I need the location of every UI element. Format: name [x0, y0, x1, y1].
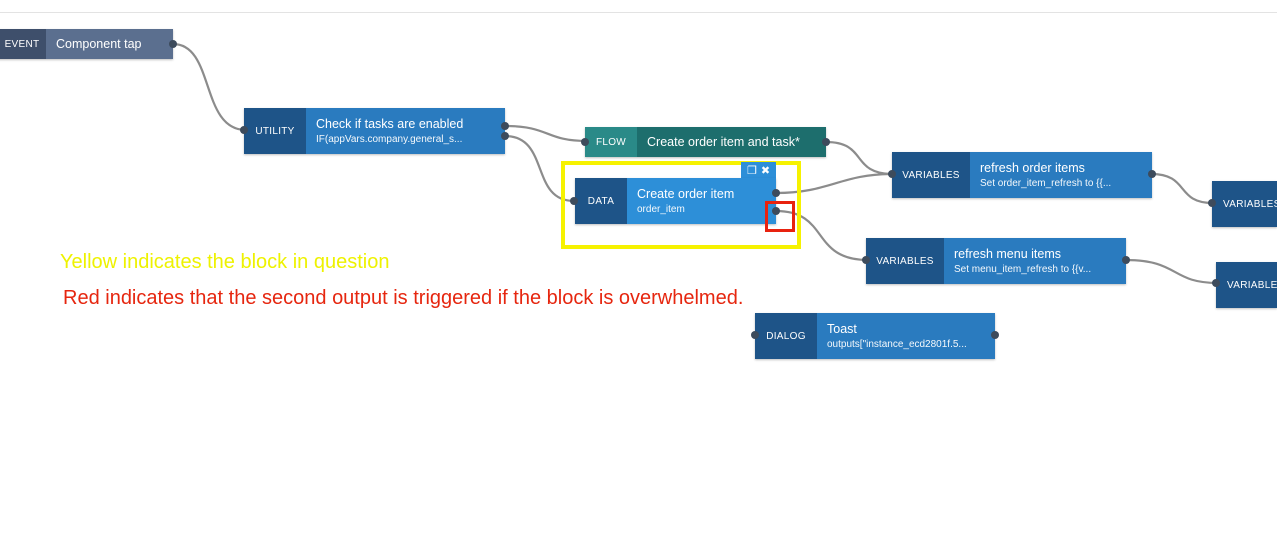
- node-subtitle: Set order_item_refresh to {{...: [980, 177, 1112, 189]
- node-type-label: UTILITY: [244, 108, 306, 154]
- wire-vars1-vars3: [1150, 172, 1214, 205]
- vars1-input-port[interactable]: [888, 170, 896, 178]
- utility-input-port[interactable]: [240, 126, 248, 134]
- data-output-port-1[interactable]: [772, 189, 780, 197]
- vars3-input-port[interactable]: [1208, 199, 1216, 207]
- data-output-port-2[interactable]: [772, 207, 780, 215]
- wire-flow-vars1: [825, 140, 894, 176]
- node-type-label: VARIABLES: [892, 152, 970, 198]
- wire-data-vars2: [775, 209, 869, 262]
- vars4-input-port[interactable]: [1212, 279, 1220, 287]
- node-title: Create order item: [637, 186, 735, 201]
- node-title: refresh order items: [980, 160, 1085, 175]
- duplicate-icon[interactable]: ❐: [746, 164, 757, 177]
- variables-node-4[interactable]: VARIABLES: [1216, 262, 1277, 308]
- node-subtitle: outputs["instance_ecd2801f.5...: [827, 338, 967, 350]
- utility-output-port-1[interactable]: [501, 122, 509, 130]
- wire-vars2-vars4: [1124, 258, 1219, 285]
- data-input-port[interactable]: [570, 197, 578, 205]
- flow-output-port[interactable]: [822, 138, 830, 146]
- node-type-label: VARIABLES: [866, 238, 944, 284]
- node-title: Component tap: [56, 36, 142, 51]
- event-output-port[interactable]: [169, 40, 177, 48]
- utility-output-port-2[interactable]: [501, 132, 509, 140]
- node-title: Create order item and task*: [647, 134, 800, 149]
- event-node-component-tap[interactable]: EVENT Component tap: [0, 29, 173, 59]
- vars2-input-port[interactable]: [862, 256, 870, 264]
- vars2-output-port[interactable]: [1122, 256, 1130, 264]
- yellow-highlight-box: [561, 161, 801, 249]
- wire-event-utility: [172, 42, 247, 132]
- node-subtitle: Set menu_item_refresh to {{v...: [954, 263, 1092, 275]
- variables-node-refresh-order-items[interactable]: VARIABLES refresh order items Set order_…: [892, 152, 1152, 198]
- node-type-label: DATA: [575, 178, 627, 224]
- vars1-output-port[interactable]: [1148, 170, 1156, 178]
- variables-node-3[interactable]: VARIABLES: [1212, 181, 1277, 227]
- node-title: Toast: [827, 321, 857, 336]
- data-node-create-order-item[interactable]: DATA Create order item order_item: [575, 178, 776, 224]
- utility-node-check-tasks[interactable]: UTILITY Check if tasks are enabled IF(ap…: [244, 108, 505, 154]
- node-type-label: EVENT: [0, 29, 46, 59]
- node-type-label: VARIABLES: [1212, 181, 1277, 227]
- dialog-input-port[interactable]: [751, 331, 759, 339]
- red-highlight-box: [765, 201, 795, 232]
- red-annotation-note: Red indicates that the second output is …: [63, 287, 744, 309]
- node-toolbar: ❐ ✖: [741, 162, 776, 178]
- close-icon[interactable]: ✖: [760, 164, 771, 177]
- variables-node-refresh-menu-items[interactable]: VARIABLES refresh menu items Set menu_it…: [866, 238, 1126, 284]
- node-type-label: FLOW: [585, 127, 637, 157]
- node-type-label: DIALOG: [755, 313, 817, 359]
- wire-utility-flow: [504, 124, 588, 143]
- node-subtitle: IF(appVars.company.general_s...: [316, 133, 463, 145]
- yellow-annotation-note: Yellow indicates the block in question: [60, 251, 390, 273]
- dialog-output-port[interactable]: [991, 331, 999, 339]
- wire-data-vars1: [775, 172, 894, 195]
- node-subtitle: order_item: [637, 203, 685, 215]
- node-type-label: VARIABLES: [1216, 262, 1277, 308]
- flow-node-create-order-item-task[interactable]: FLOW Create order item and task*: [585, 127, 826, 157]
- flow-input-port[interactable]: [581, 138, 589, 146]
- top-divider: [0, 12, 1277, 13]
- dialog-node-toast[interactable]: DIALOG Toast outputs["instance_ecd2801f.…: [755, 313, 995, 359]
- node-title: refresh menu items: [954, 246, 1061, 261]
- node-title: Check if tasks are enabled: [316, 116, 464, 131]
